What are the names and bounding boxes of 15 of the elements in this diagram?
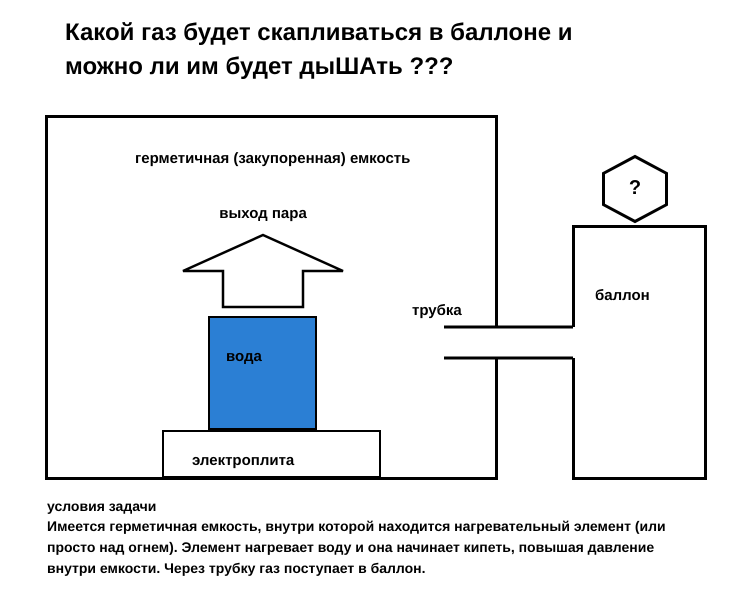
title: Какой газ будет скапливаться в баллоне и можно ли им будет дыШАть ??? [65,18,574,82]
node-label: вода [226,348,262,365]
node-label: электроплита [192,452,294,469]
water-block [208,316,317,430]
hexagon-cap [602,155,668,223]
node-label: ? [628,177,642,200]
container-outline [45,115,498,480]
note-heading: условия задачи [47,497,156,516]
gas-cylinder [572,225,707,480]
node-label: герметичная (закупоренная) емкость [135,150,410,167]
node-label: выход пара [218,205,308,222]
hot-plate [162,430,381,478]
node-label: баллон [595,287,650,304]
part-label: трубка [412,301,462,321]
note-text: Имеется герметичная емкость, внутри которой находится нагревательный элемент (или просто над огнем). Элемент нагревает воду и она начинает кипеть, повышая давление внутри емкости. Через трубку газ поступает в баллон. [47,517,667,578]
